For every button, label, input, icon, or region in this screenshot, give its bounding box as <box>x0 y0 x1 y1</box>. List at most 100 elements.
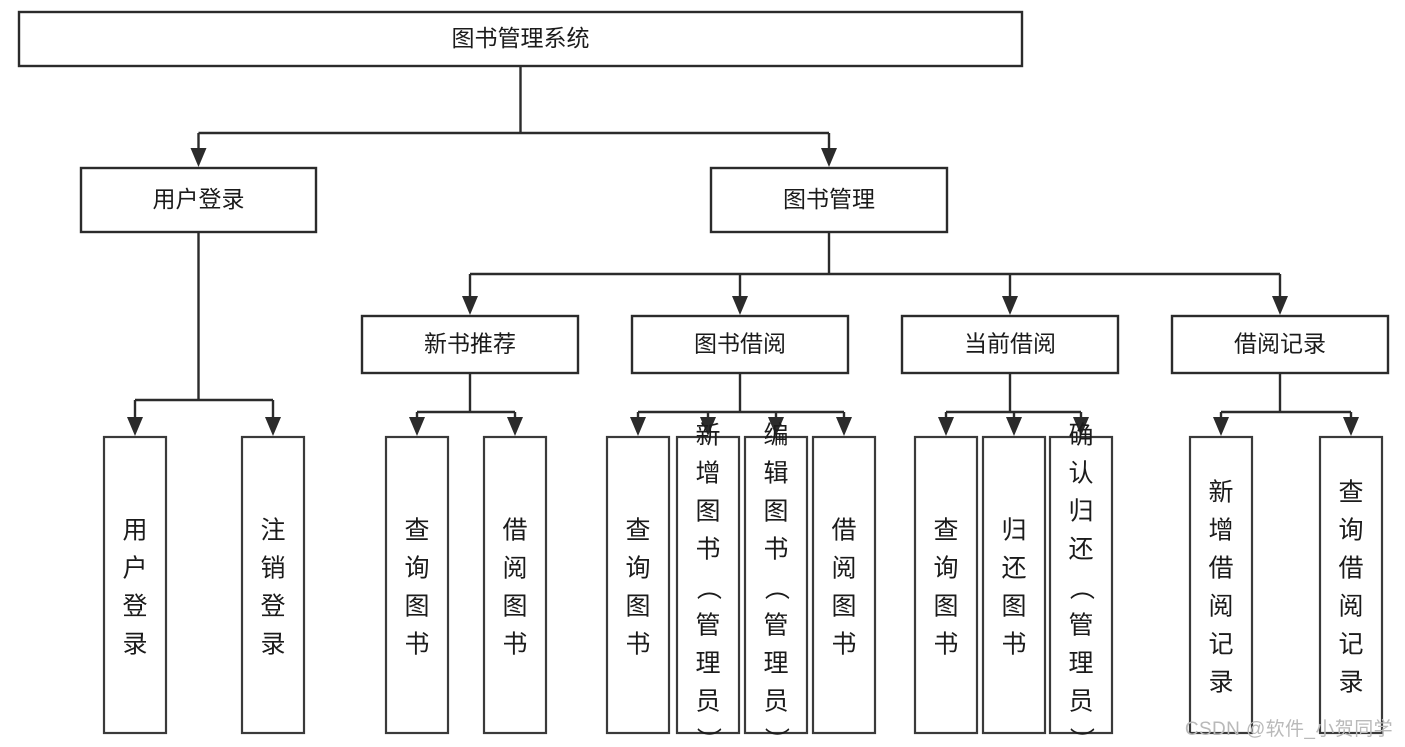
svg-text:询: 询 <box>933 555 958 583</box>
current-to-leaves-arrow-1 <box>1006 417 1022 436</box>
svg-text:归: 归 <box>1068 498 1093 526</box>
leaf-node-box-9[interactable] <box>981 435 1047 735</box>
leaf-node-box-1[interactable] <box>240 435 306 735</box>
root-to-level2-arrow-1 <box>821 148 837 167</box>
svg-text:借: 借 <box>1338 555 1363 583</box>
svg-text:借: 借 <box>1208 555 1233 583</box>
new-book-to-leaves-arrow-1 <box>507 417 523 436</box>
svg-text:理: 理 <box>1068 650 1093 678</box>
record-to-leaves-arrow-1 <box>1343 417 1359 436</box>
leaf-node-box-12[interactable] <box>1318 435 1384 735</box>
book-mgmt-to-level3-arrow-1 <box>732 296 748 315</box>
svg-text:阅: 阅 <box>1208 593 1233 621</box>
svg-text:确: 确 <box>1068 422 1093 450</box>
svg-text:查: 查 <box>404 517 429 545</box>
leaf-node-box-0[interactable] <box>102 435 168 735</box>
svg-text:阅: 阅 <box>831 555 856 583</box>
book-mgmt-to-level3-arrow-0 <box>462 296 478 315</box>
level3-node-label-1: 图书借阅 <box>694 331 786 357</box>
current-to-leaves-arrow-2 <box>1073 417 1089 436</box>
svg-text:新: 新 <box>1208 479 1233 507</box>
svg-text:查: 查 <box>625 517 650 545</box>
svg-text:图: 图 <box>933 593 958 621</box>
svg-text:录: 录 <box>260 631 285 659</box>
svg-text:还: 还 <box>1068 536 1093 564</box>
svg-text:书: 书 <box>831 631 856 659</box>
leaf-node-box-3[interactable] <box>482 435 548 735</box>
svg-text:书: 书 <box>502 631 527 659</box>
svg-text:认: 认 <box>1068 460 1093 488</box>
svg-text:管: 管 <box>763 612 788 640</box>
svg-text:员: 员 <box>695 688 720 716</box>
level2-node-box-0[interactable] <box>79 166 318 234</box>
svg-text:登: 登 <box>122 593 147 621</box>
svg-text:还: 还 <box>1001 555 1026 583</box>
user-login-to-leaves-arrow-0 <box>127 417 143 436</box>
level3-node-box-2[interactable] <box>900 314 1120 375</box>
leaf-node-box-2[interactable] <box>384 435 450 735</box>
user-login-to-leaves-arrow-1 <box>265 417 281 436</box>
record-to-leaves-arrow-0 <box>1213 417 1229 436</box>
svg-text:编: 编 <box>763 422 788 450</box>
leaf-node-box-11[interactable] <box>1188 435 1254 735</box>
leaf-node-box-8[interactable] <box>913 435 979 735</box>
svg-text:记: 记 <box>1208 631 1233 659</box>
svg-text:员: 员 <box>763 688 788 716</box>
book-mgmt-to-level3-arrow-2 <box>1002 296 1018 315</box>
svg-text:图: 图 <box>625 593 650 621</box>
svg-text:辑: 辑 <box>763 460 788 488</box>
svg-text:增: 增 <box>695 460 720 488</box>
level2-node-label-1: 图书管理 <box>783 186 875 212</box>
level2-node-box-1[interactable] <box>709 166 949 234</box>
level3-node-label-2: 当前借阅 <box>964 331 1056 357</box>
leaf-node-box-5[interactable] <box>675 435 741 735</box>
borrow-to-leaves-arrow-2 <box>768 417 784 436</box>
svg-text:员: 员 <box>1068 688 1093 716</box>
level3-node-box-3[interactable] <box>1170 314 1390 375</box>
svg-text:登: 登 <box>260 593 285 621</box>
svg-text:用: 用 <box>122 517 147 545</box>
svg-text:（: （ <box>762 575 790 600</box>
svg-text:（: （ <box>694 575 722 600</box>
leaf-node-box-10[interactable] <box>1048 435 1114 735</box>
root-to-level2-arrow-0 <box>190 148 207 167</box>
leaf-node-box-7[interactable] <box>811 435 877 735</box>
svg-text:）: ） <box>762 727 790 747</box>
svg-text:借: 借 <box>502 517 527 545</box>
svg-text:书: 书 <box>1001 631 1026 659</box>
level3-node-box-0[interactable] <box>360 314 580 375</box>
node-layer: 图书管理系统用户登录图书管理新书推荐图书借阅当前借阅借阅记录用户登录注销登录查询… <box>17 10 1390 747</box>
svg-text:书: 书 <box>763 536 788 564</box>
level3-node-label-0: 新书推荐 <box>424 331 516 357</box>
root-node-box[interactable] <box>17 10 1024 68</box>
svg-text:阅: 阅 <box>1338 593 1363 621</box>
level3-node-box-1[interactable] <box>630 314 850 375</box>
svg-text:图: 图 <box>831 593 856 621</box>
svg-text:借: 借 <box>831 517 856 545</box>
root-node-label: 图书管理系统 <box>452 25 590 51</box>
svg-text:查: 查 <box>933 517 958 545</box>
svg-text:增: 增 <box>1208 517 1233 545</box>
svg-text:查: 查 <box>1338 479 1363 507</box>
svg-text:询: 询 <box>1338 517 1363 545</box>
leaf-node-box-4[interactable] <box>605 435 671 735</box>
svg-text:注: 注 <box>260 517 285 545</box>
leaf-node-box-6[interactable] <box>743 435 809 735</box>
svg-text:书: 书 <box>695 536 720 564</box>
svg-text:录: 录 <box>1338 669 1363 697</box>
svg-text:）: ） <box>1067 727 1095 747</box>
svg-text:录: 录 <box>122 631 147 659</box>
svg-text:阅: 阅 <box>502 555 527 583</box>
svg-text:录: 录 <box>1208 669 1233 697</box>
svg-text:书: 书 <box>404 631 429 659</box>
borrow-to-leaves-arrow-0 <box>630 417 646 436</box>
svg-text:图: 图 <box>404 593 429 621</box>
new-book-to-leaves-arrow-0 <box>409 417 425 436</box>
